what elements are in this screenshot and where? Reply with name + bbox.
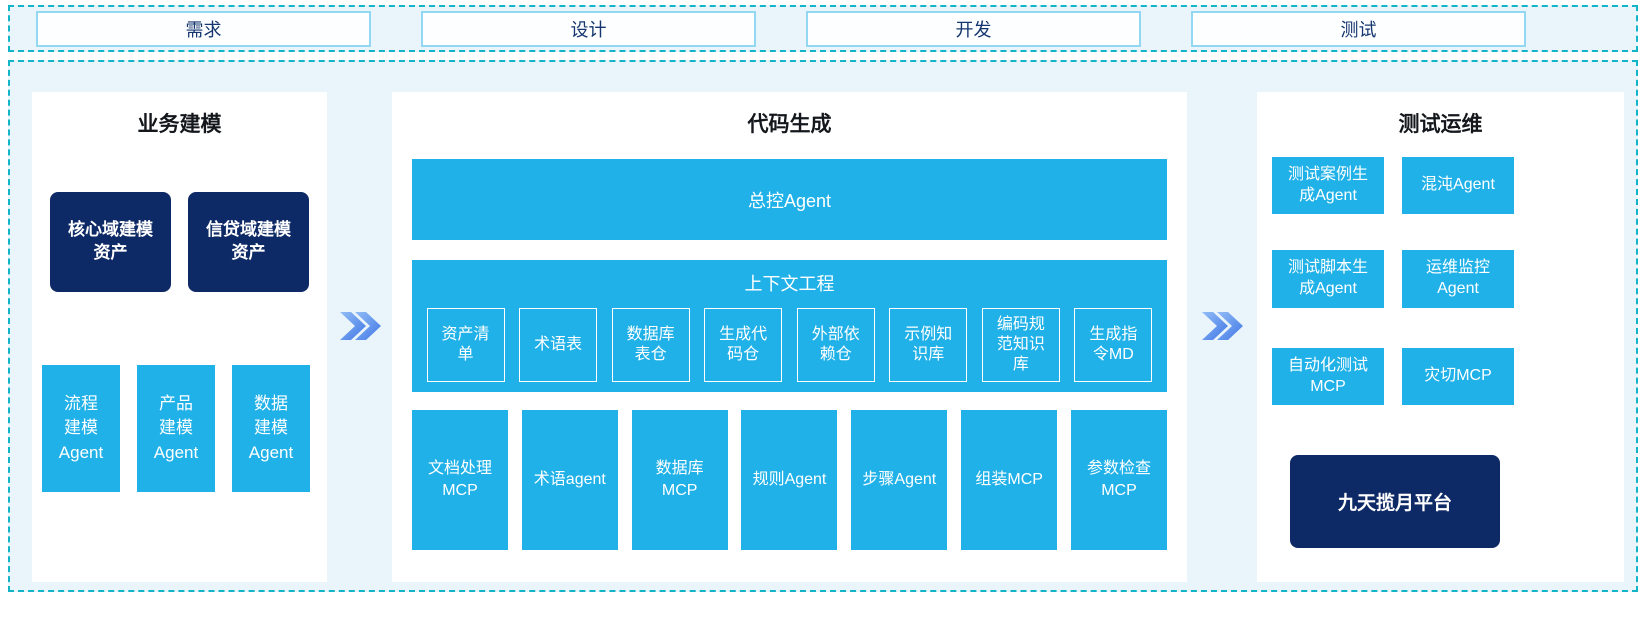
context-engineering-block: 上下文工程 资产清单 术语表 数据库表仓 生成代码仓 外部依赖仓 示例知识库 编…	[412, 260, 1167, 392]
tool-box-database-mcp: 数据库MCP	[631, 410, 728, 550]
context-items-row: 资产清单 术语表 数据库表仓 生成代码仓 外部依赖仓 示例知识库 编码规范知识库…	[412, 308, 1167, 382]
testops-box-test-script-gen-agent: 测试脚本生成Agent	[1272, 250, 1384, 308]
context-item-asset-list: 资产清单	[426, 308, 505, 382]
panel-title-business-modeling: 业务建模	[137, 113, 222, 136]
master-agent-bar: 总控Agent	[412, 159, 1167, 240]
phase-box-testing: 测试	[1191, 10, 1526, 47]
context-item-coding-standard-kb: 编码规范知识库	[981, 308, 1060, 382]
context-item-external-deps-repo: 外部依赖仓	[796, 308, 875, 382]
phase-box-requirements: 需求	[36, 10, 371, 47]
agent-box-process-modeling: 流程建模Agent	[42, 365, 120, 492]
asset-box-credit-domain: 信贷域建模资产	[188, 192, 309, 292]
testops-box-auto-test-mcp: 自动化测试MCP	[1272, 348, 1384, 405]
tool-box-terminology-agent: 术语agent	[521, 410, 618, 550]
context-item-instruction-md: 生成指令MD	[1074, 308, 1153, 382]
tool-box-assembly-mcp: 组装MCP	[961, 410, 1058, 550]
context-engineering-title: 上下文工程	[744, 274, 835, 294]
tool-box-step-agent: 步骤Agent	[851, 410, 948, 550]
asset-box-core-domain: 核心域建模资产	[50, 192, 171, 292]
phase-box-design: 设计	[421, 10, 756, 47]
arrow-business-to-codegen-icon	[340, 312, 381, 340]
arrow-codegen-to-testops-icon	[1202, 312, 1243, 340]
context-item-generated-code-repo: 生成代码仓	[704, 308, 783, 382]
tool-box-doc-processing-mcp: 文档处理MCP	[412, 410, 508, 550]
agent-box-product-modeling: 产品建模Agent	[137, 365, 215, 492]
platform-box-jiutian-lanyue: 九天揽月平台	[1290, 455, 1500, 548]
panel-title-code-generation: 代码生成	[747, 113, 832, 136]
panel-business-modeling: 业务建模 核心域建模资产 信贷域建模资产 流程建模Agent 产品建模Agent…	[32, 92, 327, 582]
context-item-glossary: 术语表	[519, 308, 598, 382]
main-diagram-area: 业务建模 核心域建模资产 信贷域建模资产 流程建模Agent 产品建模Agent…	[8, 60, 1638, 592]
panel-test-ops: 测试运维 测试案例生成Agent 混沌Agent 测试脚本生成Agent 运维监…	[1257, 92, 1624, 582]
phase-bar: 需求 设计 开发 测试	[8, 5, 1638, 52]
context-item-db-table-repo: 数据库表仓	[611, 308, 690, 382]
testops-box-test-case-gen-agent: 测试案例生成Agent	[1272, 157, 1384, 214]
tool-box-rule-agent: 规则Agent	[741, 410, 838, 550]
tool-box-param-check-mcp: 参数检查MCP	[1070, 410, 1167, 550]
testops-box-disaster-switch-mcp: 灾切MCP	[1402, 348, 1514, 405]
panel-code-generation: 代码生成 总控Agent 上下文工程 资产清单 术语表 数据库表仓 生成代码仓 …	[392, 92, 1187, 582]
tools-row: 文档处理MCP 术语agent 数据库MCP 规则Agent 步骤Agent 组…	[412, 410, 1167, 550]
panel-title-test-ops: 测试运维	[1398, 113, 1483, 136]
context-item-example-kb: 示例知识库	[889, 308, 968, 382]
phase-box-development: 开发	[806, 10, 1141, 47]
testops-box-chaos-agent: 混沌Agent	[1402, 157, 1514, 214]
testops-box-ops-monitor-agent: 运维监控Agent	[1402, 250, 1514, 308]
agent-box-data-modeling: 数据建模Agent	[232, 365, 310, 492]
